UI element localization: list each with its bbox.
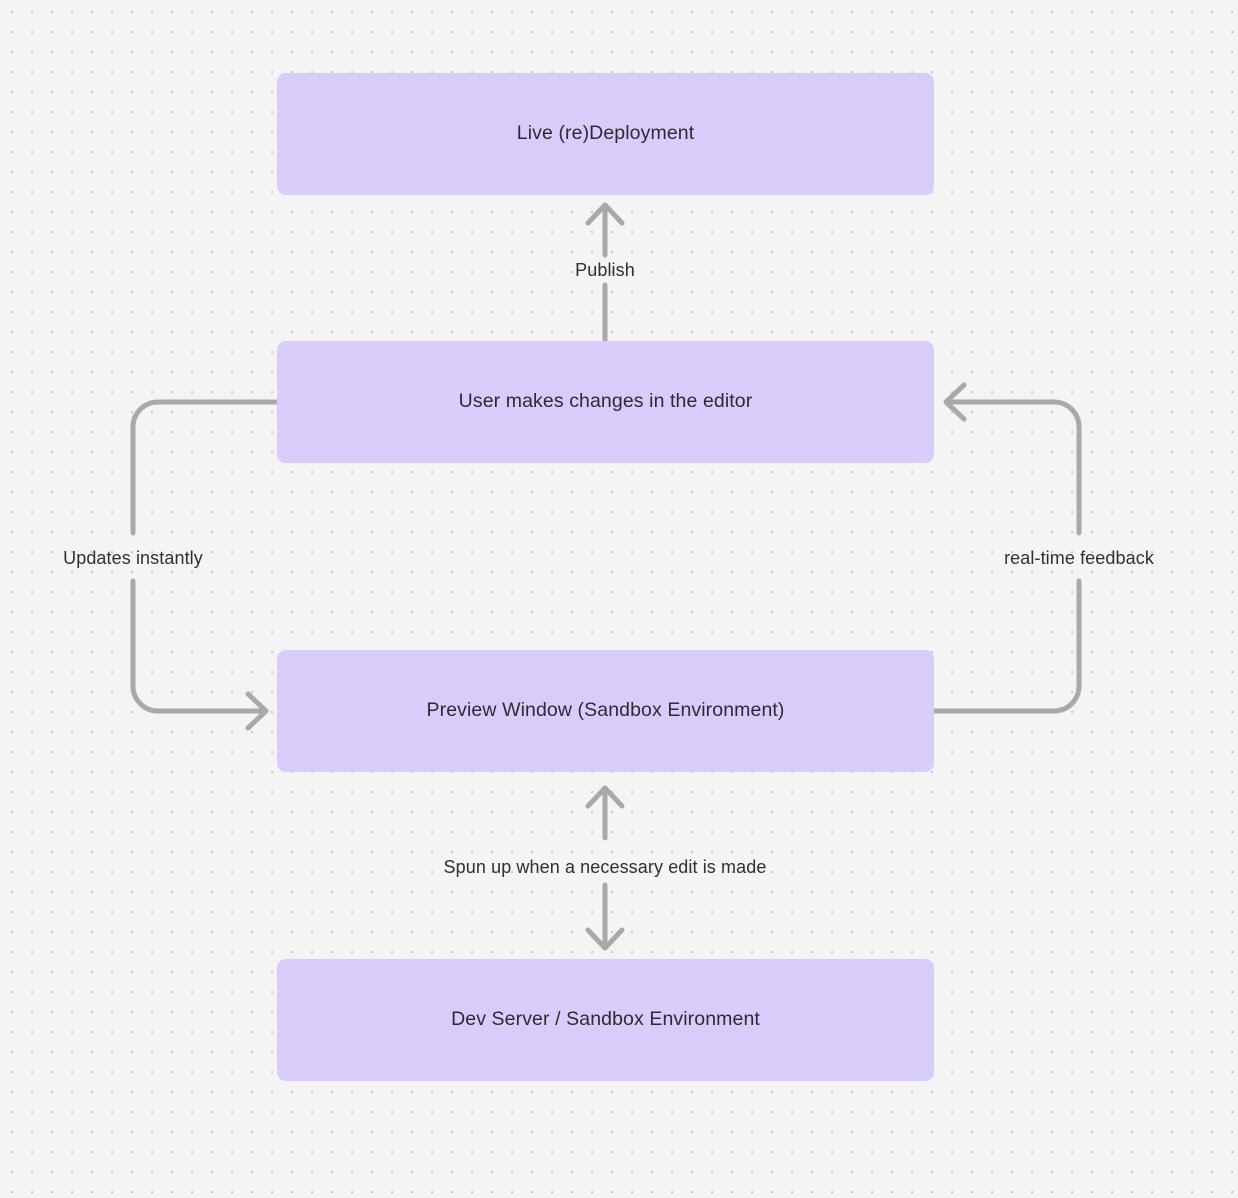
edge-real-time-feedback [931,382,1082,714]
edge-publish [585,202,625,344]
edge-label-spun-up: Spun up when a necessary edit is made [443,857,767,877]
node-preview-window[interactable]: Preview Window (Sandbox Environment) [277,650,934,772]
node-preview-window-label: Preview Window (Sandbox Environment) [426,699,785,722]
edge-label-updates-instantly: Updates instantly [63,548,203,568]
edge-label-publish: Publish [575,260,635,280]
node-live-deployment-label: Live (re)Deployment [516,122,695,145]
arrowhead-down-spun [585,927,625,951]
arrowhead-up-publish [585,202,625,226]
node-dev-server[interactable]: Dev Server / Sandbox Environment [277,959,934,1081]
node-dev-server-label: Dev Server / Sandbox Environment [451,1008,760,1031]
node-live-deployment[interactable]: Live (re)Deployment [277,73,934,195]
arrowhead-left-feedback [943,382,967,422]
arrowhead-up-spun [585,785,625,809]
node-user-edits-label: User makes changes in the editor [458,390,753,413]
node-user-edits[interactable]: User makes changes in the editor [277,341,934,463]
edge-updates-instantly [130,399,280,731]
edge-label-real-time-feedback: real-time feedback [1004,548,1154,568]
edge-spun-up [585,785,625,951]
arrowhead-right-updates [245,691,269,731]
